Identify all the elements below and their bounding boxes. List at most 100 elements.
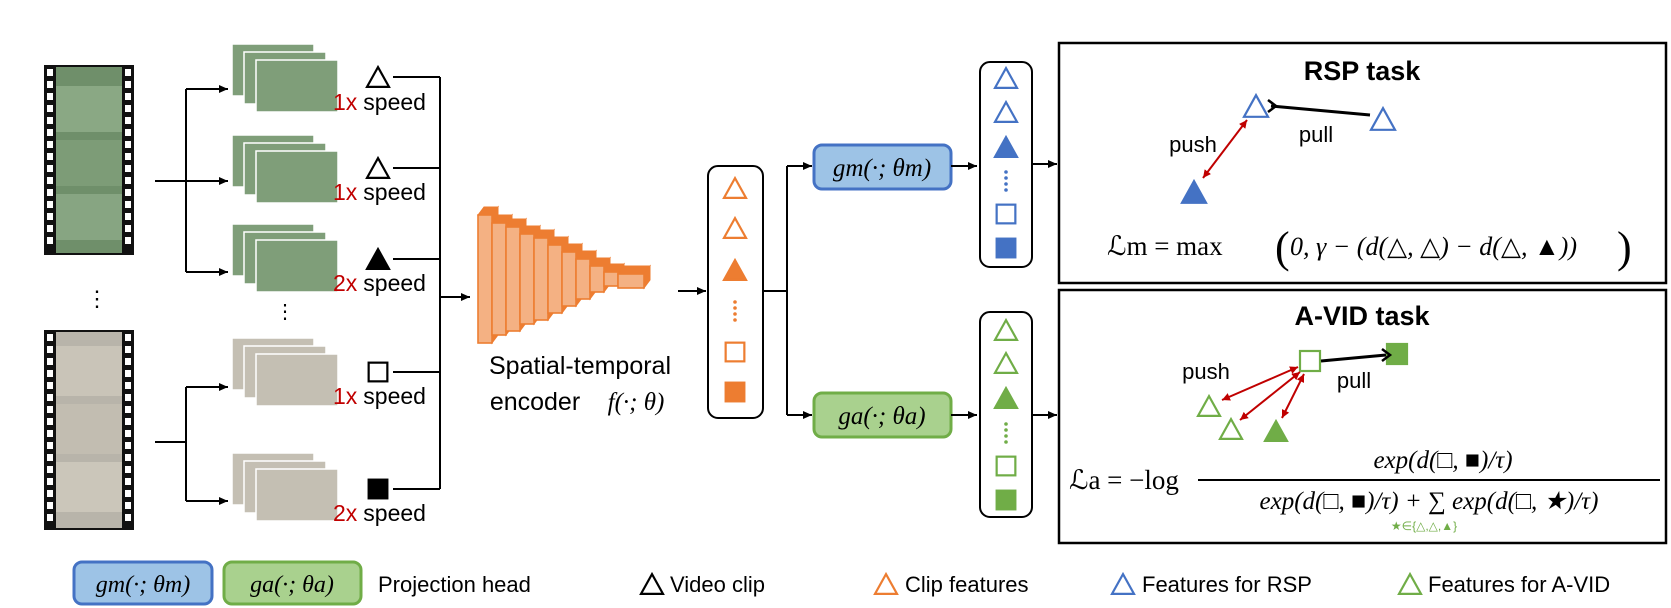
ellipsis-clips: ⋮ xyxy=(275,301,295,323)
film-hole xyxy=(125,382,131,389)
avid-pull-hook xyxy=(1381,348,1393,362)
avid-loss-lhs: ℒa = −log xyxy=(1069,465,1179,495)
film-hole xyxy=(47,490,53,497)
avid-task-panel xyxy=(1057,288,1668,545)
projection-head-m-label: gm(·; θm) xyxy=(833,155,931,182)
film-hole xyxy=(125,237,131,244)
avid-illustration xyxy=(1196,342,1409,442)
film-strip-bottom xyxy=(44,330,134,530)
film-hole xyxy=(125,418,131,425)
film-hole xyxy=(47,189,53,196)
encoder-layer xyxy=(561,251,577,307)
film-hole xyxy=(47,502,53,509)
film-hole xyxy=(125,490,131,497)
avid-negative-triangle-3 xyxy=(1263,418,1289,442)
encoder-layer xyxy=(491,222,507,336)
rsp-feature-symbols xyxy=(993,65,1019,259)
film-hole xyxy=(47,478,53,485)
feature-symbol xyxy=(993,99,1019,124)
rsp-loss-lhs: ℒm = max xyxy=(1107,231,1223,261)
film-hole xyxy=(47,418,53,425)
film-hole xyxy=(47,153,53,160)
film-hole xyxy=(125,117,131,124)
clip-feature-symbols xyxy=(722,175,748,403)
clip-symbol xyxy=(365,64,391,89)
encoder-layer xyxy=(603,271,619,287)
film-hole xyxy=(47,430,53,437)
encoder-label-line1: Spatial-temporal xyxy=(489,352,671,380)
film-hole xyxy=(47,213,53,220)
rsp-loss-paren-close: ) xyxy=(1617,223,1632,272)
film-hole xyxy=(125,502,131,509)
feature-ellipsis-dot xyxy=(733,306,737,310)
film-hole xyxy=(47,81,53,88)
film-hole xyxy=(125,406,131,413)
encoder-blocks xyxy=(477,205,651,345)
clip-frame xyxy=(255,353,339,407)
film-hole xyxy=(47,334,53,341)
feature-ellipsis-dot xyxy=(1004,170,1008,174)
clip-frame xyxy=(255,150,339,204)
legend-avid-features-icon xyxy=(1397,571,1423,596)
feature-symbol xyxy=(722,257,748,281)
encoder-layer xyxy=(505,226,521,332)
film-hole xyxy=(125,466,131,473)
film-hole xyxy=(125,346,131,353)
feature-symbol xyxy=(722,175,748,199)
rsp-illustration xyxy=(1180,92,1397,204)
rsp-pull-label: pull xyxy=(1299,122,1333,147)
film-hole xyxy=(47,93,53,100)
feature-symbol xyxy=(724,381,746,403)
encoder-function: f(·; θ) xyxy=(608,389,665,416)
clip-symbol xyxy=(365,155,391,179)
film-hole xyxy=(125,370,131,377)
avid-negative-triangle-2 xyxy=(1218,416,1244,440)
film-hole xyxy=(125,165,131,172)
feature-symbol xyxy=(993,317,1019,341)
clip-frame xyxy=(255,59,339,113)
rsp-negative-triangle xyxy=(1180,178,1208,204)
film-hole xyxy=(125,69,131,76)
film-hole xyxy=(47,370,53,377)
legend-projection-head: Projection head xyxy=(378,572,531,597)
film-hole xyxy=(47,514,53,521)
film-hole xyxy=(125,514,131,521)
clip-symbol xyxy=(367,478,389,500)
film-hole xyxy=(125,358,131,365)
film-hole xyxy=(47,129,53,136)
legend-video-clip-icon xyxy=(639,571,665,596)
avid-features-column xyxy=(979,311,1033,518)
avid-task-title: A-VID task xyxy=(1294,301,1430,331)
projection-head-a-label: ga(·; θa) xyxy=(838,403,925,430)
clip-frame xyxy=(255,468,339,522)
encoder-layer xyxy=(617,273,645,289)
feature-ellipsis-dot xyxy=(733,300,737,304)
film-hole xyxy=(125,201,131,208)
film-hole xyxy=(47,382,53,389)
feature-symbol xyxy=(993,385,1019,409)
film-hole xyxy=(125,334,131,341)
film-hole xyxy=(125,153,131,160)
film-hole xyxy=(47,237,53,244)
legend-head-a-label: ga(·; θa) xyxy=(250,572,334,598)
encoder-layer xyxy=(477,214,493,344)
rsp-loss-body: 0, γ − (d(△, △) − d(△, ▲)) xyxy=(1290,232,1577,261)
avid-feature-symbols xyxy=(993,317,1019,511)
rsp-pull-line xyxy=(1270,104,1371,117)
feature-ellipsis-dot xyxy=(1004,428,1008,432)
legend-rsp-features-icon xyxy=(1110,571,1136,596)
feature-symbol xyxy=(995,455,1017,477)
film-hole xyxy=(47,358,53,365)
film-hole xyxy=(125,478,131,485)
film-hole xyxy=(47,454,53,461)
clip-frame xyxy=(255,239,339,293)
film-hole xyxy=(125,454,131,461)
feature-ellipsis-dot xyxy=(1004,182,1008,186)
encoder-layer xyxy=(575,258,591,300)
avid-sum-index: ★∈{△,△,▲} xyxy=(1391,519,1457,533)
